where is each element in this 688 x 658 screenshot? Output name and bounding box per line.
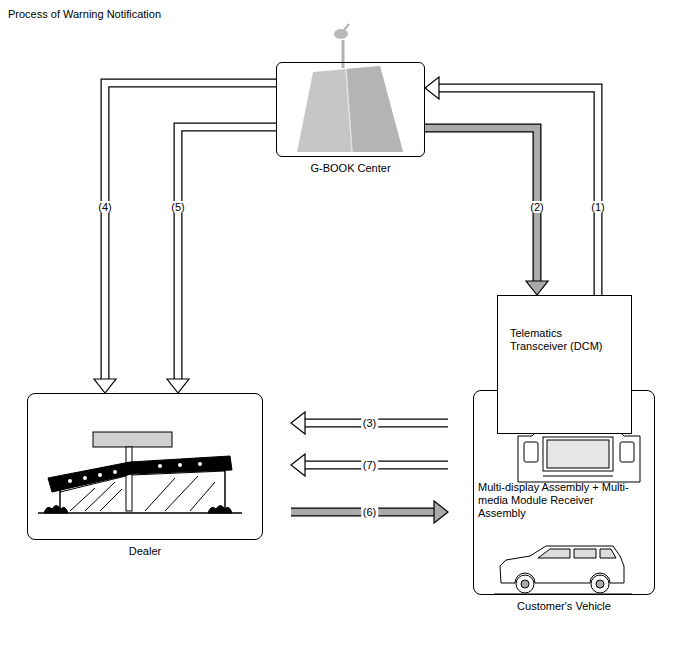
arrow-head	[425, 77, 439, 99]
step-number: (4)	[96, 201, 113, 213]
step-number: (7)	[361, 459, 378, 471]
arrow-outline	[178, 127, 276, 380]
arrow-outline	[425, 128, 537, 282]
arrow-head	[434, 501, 448, 523]
arrow-head	[291, 412, 305, 434]
dealer-box: Dealer	[27, 393, 263, 540]
vehicle-box: Customer's VehicleTelematics Transceiver…	[473, 390, 655, 595]
block-arrow	[167, 127, 276, 393]
arrow-outline	[438, 88, 598, 295]
node-caption: G-BOOK Center	[310, 162, 390, 175]
server-box: G-BOOK Center	[276, 62, 425, 157]
block-arrow	[291, 412, 448, 434]
module-box: Telematics Transceiver (DCM)	[497, 295, 632, 434]
arrow-body	[178, 127, 276, 380]
arrow-head	[526, 281, 548, 295]
step-number: (2)	[528, 201, 545, 213]
step-number: (3)	[361, 417, 378, 429]
arrow-head	[94, 379, 116, 393]
arrow-head	[167, 379, 189, 393]
dealer-building	[38, 432, 242, 513]
node-caption: Customer's Vehicle	[517, 600, 611, 613]
gbook-tower	[297, 24, 403, 152]
diagram-title: Process of Warning Notification	[8, 8, 161, 20]
arrow-body	[425, 128, 537, 282]
multi-display	[518, 432, 640, 482]
step-number: (1)	[589, 201, 606, 213]
arrow-head	[291, 454, 305, 476]
node-text: Telematics Transceiver (DCM)	[498, 296, 631, 353]
node-text: Multi-display Assembly + Multi-media Mod…	[478, 481, 643, 521]
arrow-body	[438, 88, 598, 295]
block-arrow	[94, 83, 276, 393]
block-arrow	[425, 128, 548, 295]
block-arrow	[291, 501, 448, 523]
arrow-body	[105, 83, 276, 380]
block-arrow	[291, 454, 448, 476]
arrow-outline	[105, 83, 276, 380]
component-group: Multi-display Assembly + Multi-media Mod…	[476, 410, 654, 528]
step-number: (6)	[361, 506, 378, 518]
node-caption: Dealer	[129, 545, 161, 558]
vehicle-illustration	[494, 546, 632, 594]
block-arrow	[425, 77, 598, 295]
step-number: (5)	[169, 201, 186, 213]
